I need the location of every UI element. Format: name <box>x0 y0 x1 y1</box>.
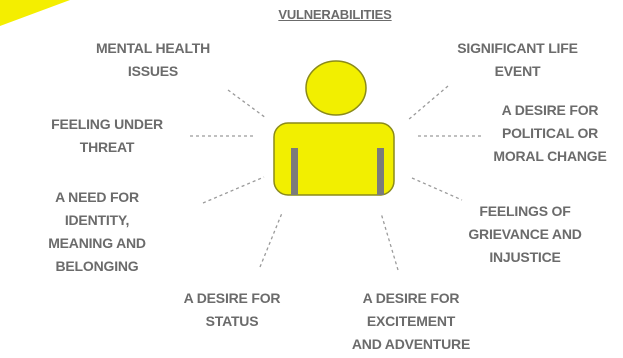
person-left-arm <box>291 148 298 195</box>
label-identity-meaning-belonging: A NEED FOR IDENTITY, MEANING AND BELONGI… <box>48 189 146 274</box>
connector-excitement <box>380 212 399 271</box>
person-head <box>305 60 367 116</box>
label-significant-life-event: SIGNIFICANT LIFE EVENT <box>457 40 578 79</box>
label-mental-health: MENTAL HEALTH ISSUES <box>95 40 211 79</box>
connector-status <box>259 212 283 268</box>
connector-grievance <box>411 177 463 201</box>
label-excitement-adventure: A DESIRE FOR EXCITEMENT AND ADVENTURE <box>351 290 471 352</box>
connector-life-event <box>407 85 449 121</box>
diagram-title: VULNERABILITIES <box>278 7 392 22</box>
label-feeling-under-threat: FEELING UNDER THREAT <box>51 116 163 155</box>
connector-identity <box>202 176 265 204</box>
person-body <box>273 122 395 196</box>
connector-mental-health <box>227 89 267 119</box>
person-right-arm <box>377 148 384 195</box>
label-grievance-injustice: FEELINGS OF GRIEVANCE AND INJUSTICE <box>468 203 582 265</box>
person-icon <box>273 60 395 196</box>
corner-arrow-shape <box>0 0 70 26</box>
label-political-moral-change: A DESIRE FOR POLITICAL OR MORAL CHANGE <box>493 102 607 164</box>
label-status: A DESIRE FOR STATUS <box>183 290 281 329</box>
